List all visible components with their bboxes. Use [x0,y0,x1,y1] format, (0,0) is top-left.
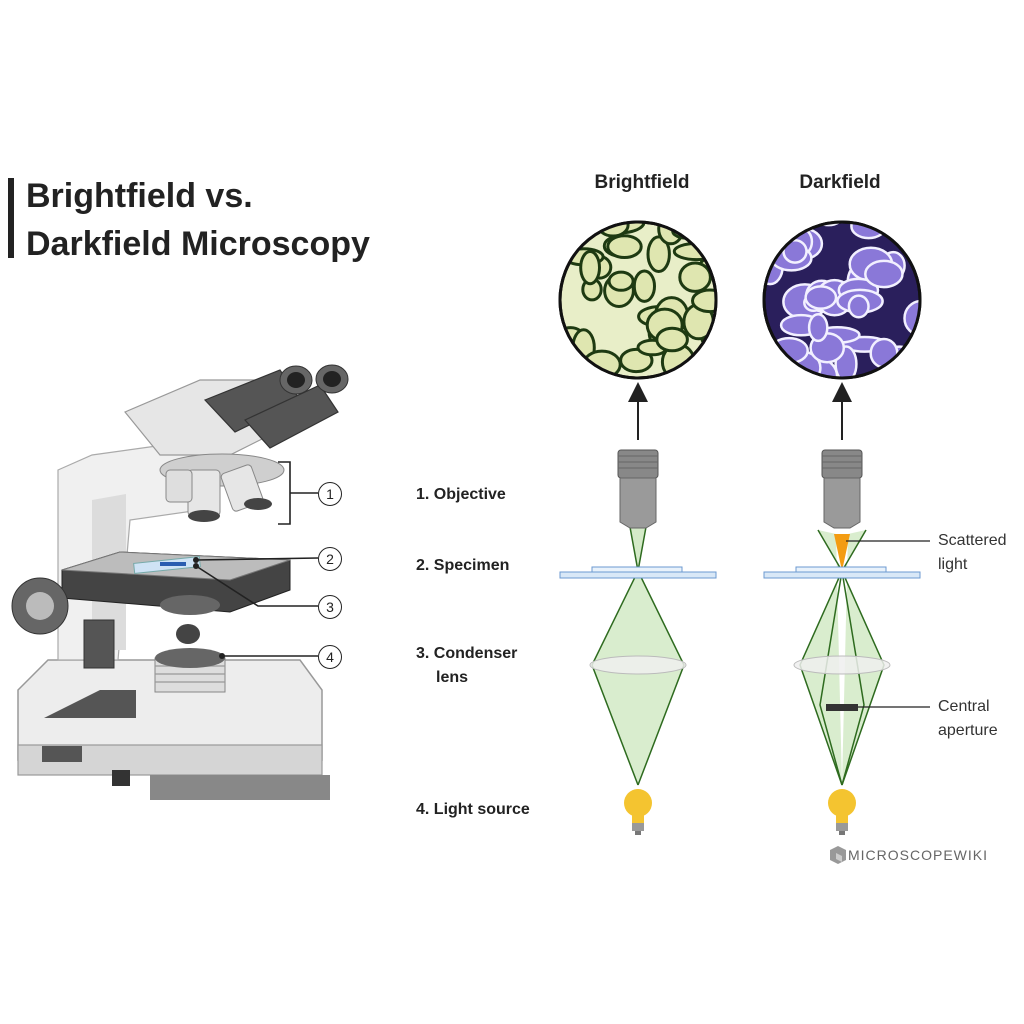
label-objective: 1. Objective [416,486,506,503]
darkfield-condenser-lens [793,655,891,675]
brightfield-cell [632,269,657,303]
brightfield-cell [561,223,571,230]
title-line-1: Brightfield vs. [26,177,253,215]
brightfield-objective-icon [617,449,659,529]
central-aperture-stop [826,704,858,711]
brightfield-cell [607,270,635,292]
darkfield-coverslip [795,566,887,573]
brightfield-condenser-lens [589,655,687,675]
brightfield-cell [655,326,689,353]
brightfield-cell [561,357,576,377]
darkfield-cell [765,223,791,231]
microscope-illustration [11,364,349,800]
brightfield-slide [559,571,717,579]
darkfield-cell [789,223,814,228]
brightfield-view [558,220,718,380]
darkfield-cell [782,238,808,264]
darkfield-cell [874,223,911,234]
brightfield-cell [579,250,601,286]
scattered-light-beam [834,534,850,571]
label-condenser: 3. Condenser lens [416,642,517,690]
callout-dots [193,557,225,659]
darkfield-heading: Darkfield [799,172,881,193]
brightfield-light-path [559,449,717,835]
scattered-light-line2: light [938,556,968,573]
darkfield-cell [895,223,919,230]
darkfield-view [762,220,922,380]
brightfield-cell [646,235,671,273]
brightfield-cell [678,261,712,293]
callout-3: 3 [318,595,342,619]
brightfield-cell [606,234,643,260]
brightfield-cell [691,288,715,314]
callout-1: 1 [318,482,342,506]
title-accent-bar [8,178,14,258]
label-light-source: 4. Light source [416,801,530,818]
brightfield-heading: Brightfield [594,172,690,193]
darkfield-lightbulb-icon [828,789,856,835]
darkfield-cell [869,337,899,369]
brightfield-cell [561,363,576,377]
darkfield-cell [847,294,870,319]
darkfield-objective-icon [821,449,863,529]
brightfield-cell [672,241,715,262]
central-aperture-label: Central aperture [938,695,998,743]
brightfield-coverslip [591,566,683,573]
title-line-2: Darkfield Microscopy [26,225,370,263]
page-title: Brightfield vs. Darkfield Microscopy [26,172,370,268]
callout-2: 2 [318,547,342,571]
label-condenser-line1: 3. Condenser [416,645,518,662]
brightfield-lightbulb-icon [624,789,652,835]
darkfield-light-path [763,449,921,835]
darkfield-cell [864,259,904,289]
darkfield-cell [812,223,845,227]
central-aperture-line1: Central [938,698,990,715]
hexagon-logo-icon [830,846,846,864]
callout-4: 4 [318,645,342,669]
scattered-light-line1: Scattered [938,532,1007,549]
brightfield-cell [561,367,591,377]
brightfield-cell [692,358,715,377]
brand-wordmark: MICROSCOPEWIKI [848,847,989,863]
darkfield-cell [912,324,919,362]
darkfield-cell [903,299,919,337]
darkfield-cell [807,313,829,343]
darkfield-cell [765,370,794,377]
darkfield-slide [763,571,921,579]
darkfield-cell [804,285,838,310]
label-specimen: 2. Specimen [416,557,510,574]
scattered-light-label: Scattered light [938,529,1006,577]
darkfield-cell [900,360,919,377]
label-condenser-line2: lens [436,669,469,686]
darkfield-cell [765,327,773,359]
callout-leaders [195,461,319,657]
brightfield-cell [561,346,572,377]
central-aperture-line2: aperture [938,722,998,739]
